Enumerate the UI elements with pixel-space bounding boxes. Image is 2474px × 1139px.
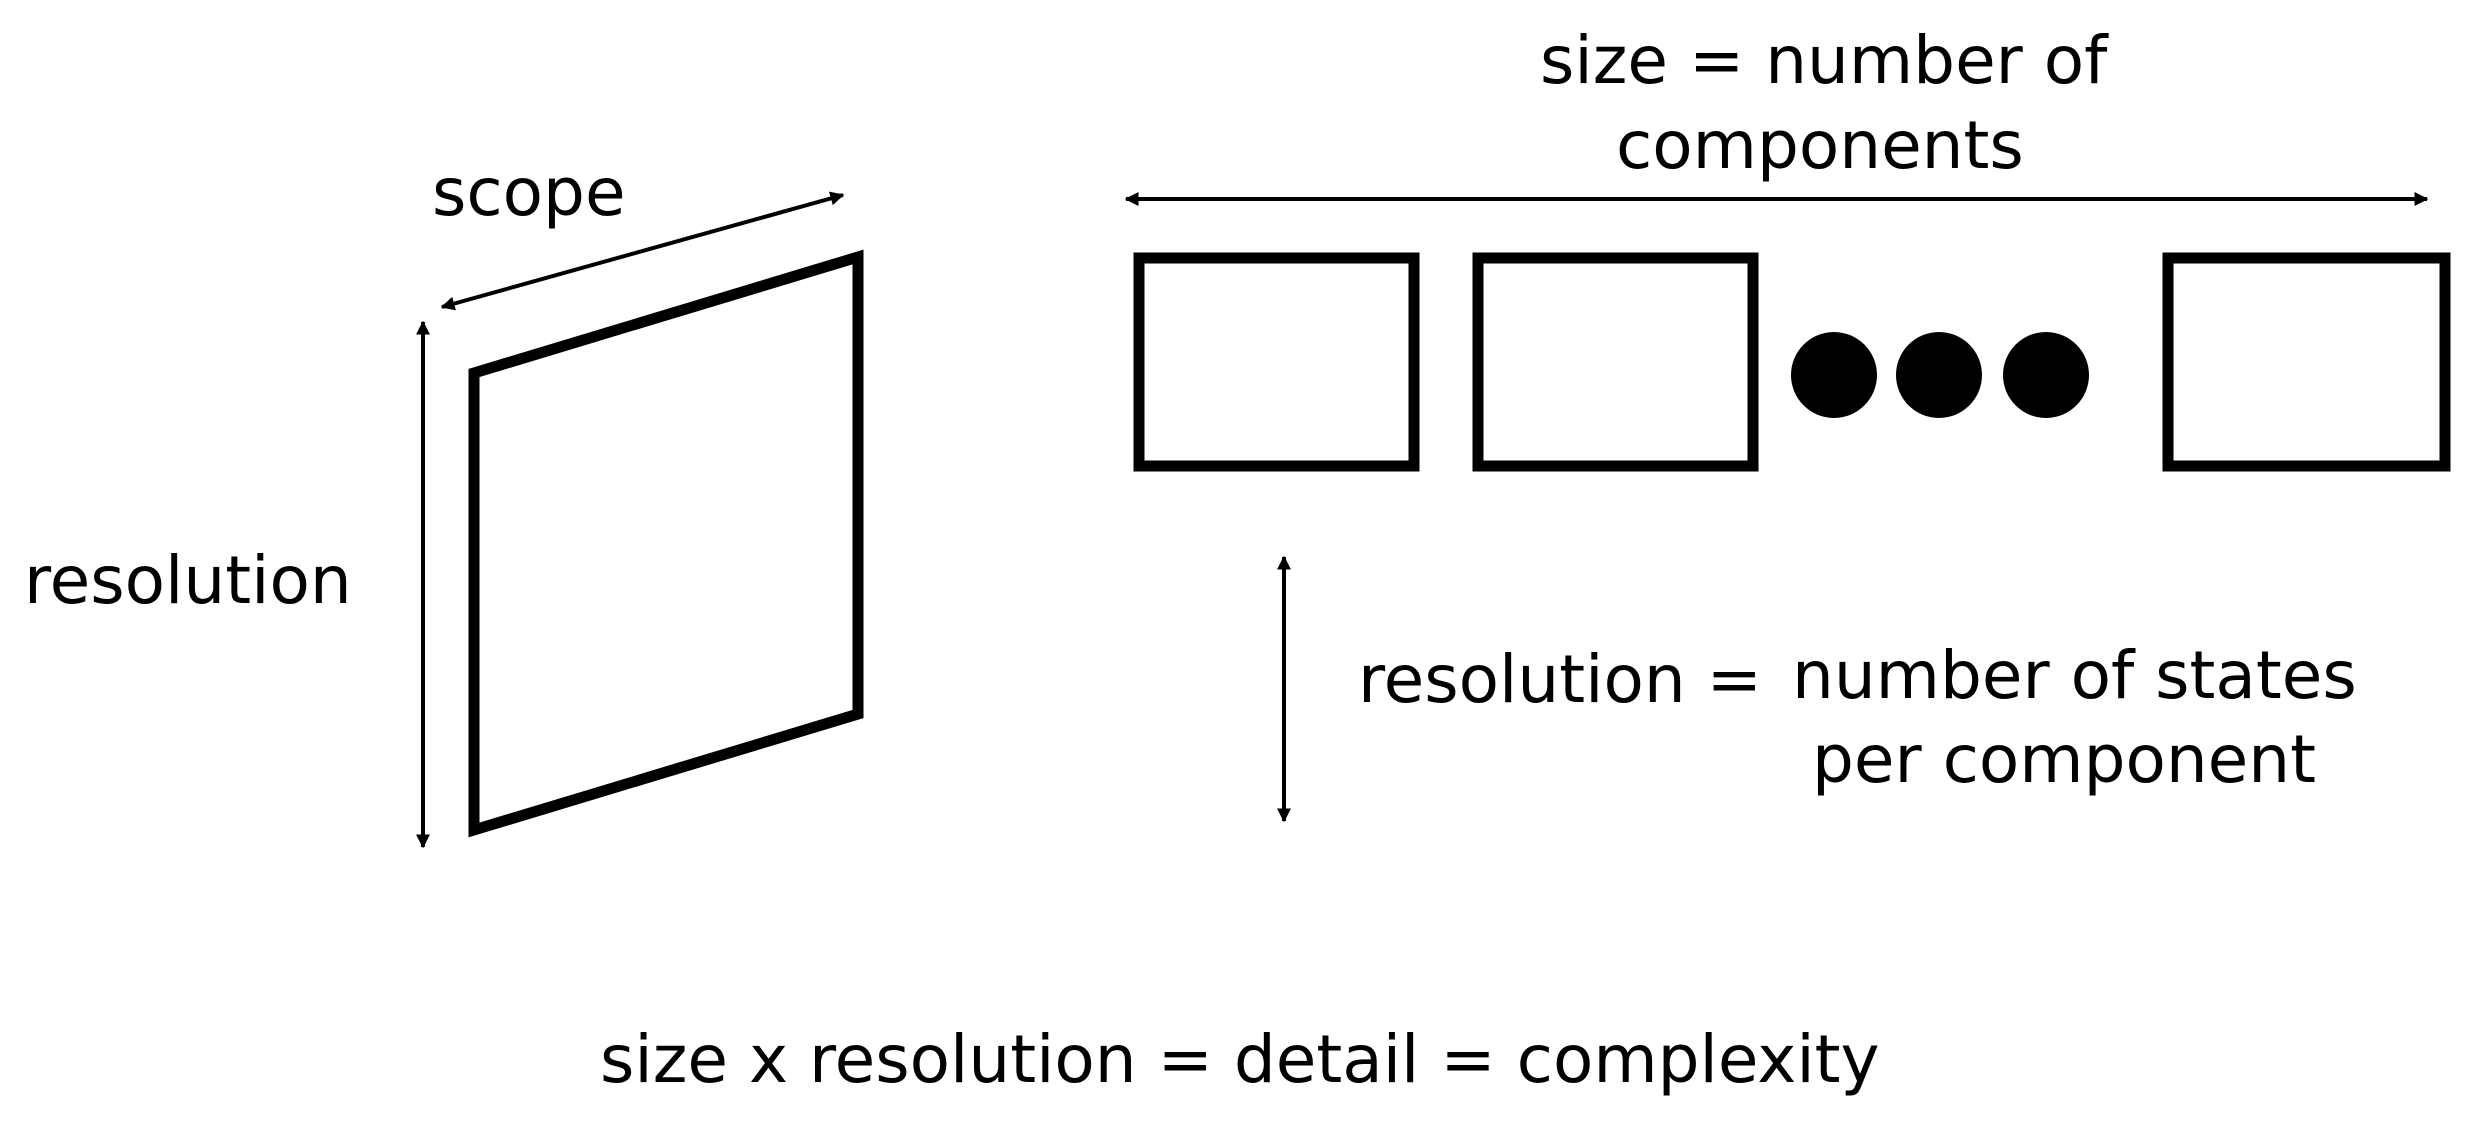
complexity-equation: size x resolution = detail = complexity: [600, 1021, 1880, 1098]
size-definition-line2: components: [1616, 107, 2024, 184]
ellipsis-dot: [2003, 332, 2089, 418]
component-box-last: [2162, 252, 2451, 472]
scope-label: scope: [432, 154, 626, 231]
component-box-2: [1472, 252, 1759, 472]
ellipsis-dot: [1791, 332, 1877, 418]
left-resolution-label: resolution: [24, 542, 352, 619]
resolution-equals-label: resolution =: [1358, 641, 1762, 718]
component-box-1: [1133, 252, 1420, 472]
scope-arrow: [440, 191, 845, 311]
resolution-definition-line1: number of states: [1792, 637, 2357, 714]
resolution-definition-line2: per component: [1812, 721, 2316, 798]
size-definition-line1: size = number of: [1540, 22, 2108, 99]
scope-resolution-plane: [468, 249, 864, 838]
ellipsis-dot: [1896, 332, 1982, 418]
